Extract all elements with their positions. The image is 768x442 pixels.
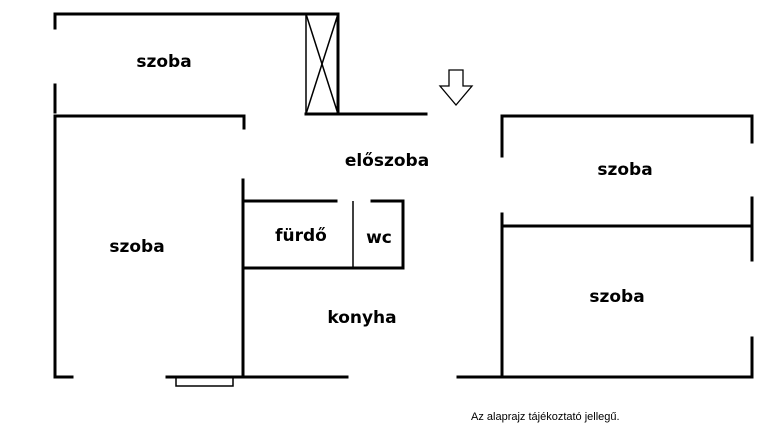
walls-right-rooms <box>456 114 754 379</box>
balcony-door <box>175 377 234 387</box>
walls-top-left-room <box>53 12 428 116</box>
walls-bathroom <box>241 199 405 270</box>
room-label-kitchen: konyha <box>327 308 396 328</box>
room-label-right-top: szoba <box>597 160 652 180</box>
entrance-arrow-icon <box>438 69 474 107</box>
disclaimer-note: Az alaprajz tájékoztató jellegű. <box>471 411 620 423</box>
room-label-wc: wc <box>366 228 392 248</box>
room-label-top-left: szoba <box>136 52 191 72</box>
room-label-bath: fürdő <box>275 226 327 246</box>
room-label-right-bottom: szoba <box>589 287 644 307</box>
walls-left-room <box>53 114 349 379</box>
shaft-cross-icon <box>305 13 339 115</box>
room-label-left: szoba <box>109 237 164 257</box>
room-label-hall: előszoba <box>345 151 429 171</box>
